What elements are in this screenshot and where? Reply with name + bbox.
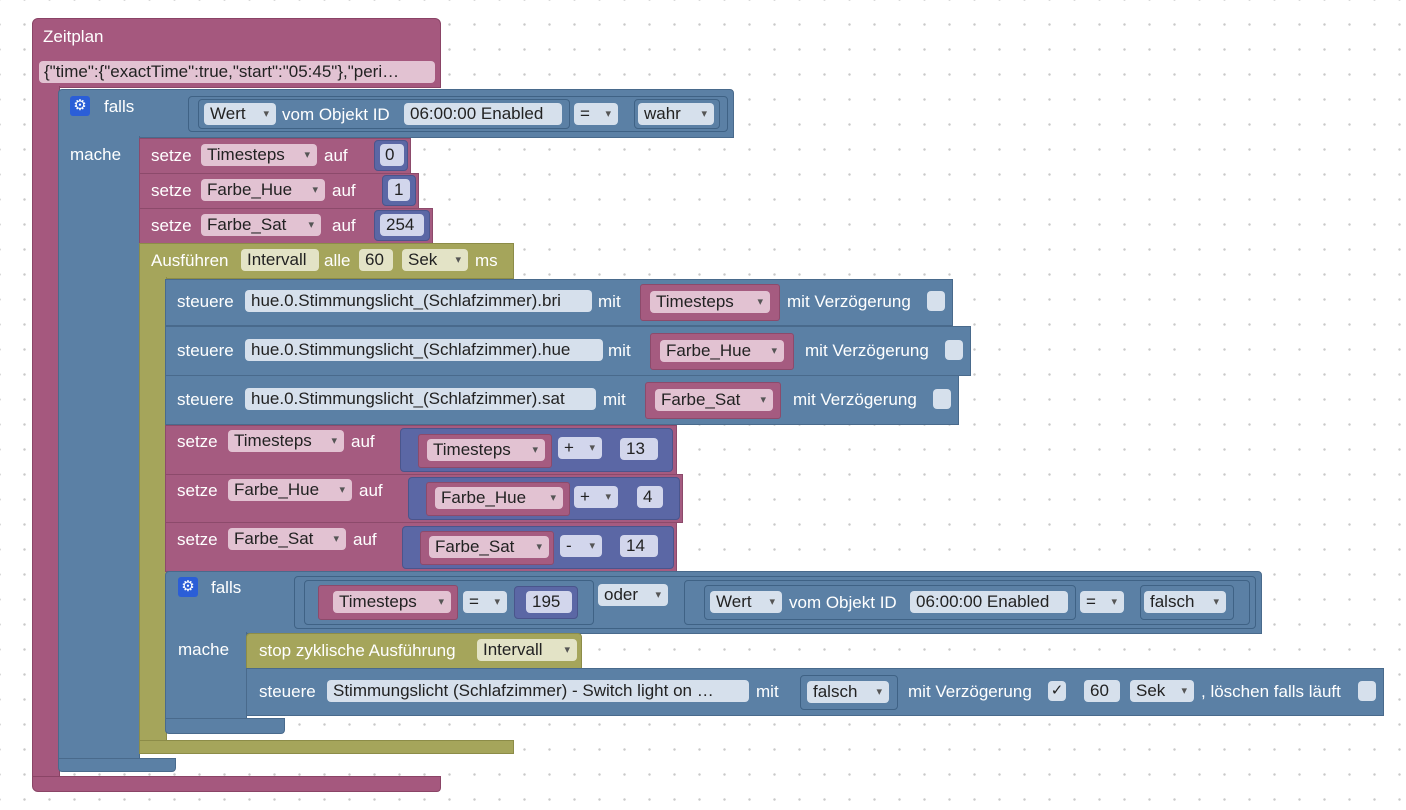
setm3-label: setze [177,530,218,549]
set3-label: setze [151,216,192,235]
control4-clear-label: , löschen falls läuft [1201,682,1341,701]
control3-var-dropdown[interactable]: Farbe_Sat [655,389,773,411]
set2-auf-label: auf [332,181,356,200]
control1-var-dropdown[interactable]: Timesteps [650,291,770,313]
if-block-2-bottom [165,718,285,734]
control4-bool-dropdown[interactable]: falsch [807,681,889,703]
control4-delay-checkbox[interactable]: ✓ [1048,681,1066,701]
set1-label: setze [151,146,192,165]
control2-label: steuere [177,341,234,360]
setm3-operator-dropdown[interactable]: - [560,535,602,557]
set2-label: setze [151,181,192,200]
set2-number-field[interactable]: 1 [388,179,410,201]
control4-object-field[interactable]: Stimmungslicht (Schlafzimmer) - Switch l… [327,680,749,702]
control1-mit-label: mit [598,292,621,311]
if1-mache-label: mache [70,145,122,164]
set1-number-field[interactable]: 0 [380,144,404,166]
set3-var-dropdown[interactable]: Farbe_Sat [201,214,321,236]
interval-name-field[interactable]: Intervall [241,249,319,271]
setm2-operator-dropdown[interactable]: + [574,486,618,508]
control1-delay-label: mit Verzögerung [787,292,911,311]
schedule-block-bottom [32,776,441,792]
control2-delay-label: mit Verzögerung [805,341,929,360]
set2-var-dropdown[interactable]: Farbe_Hue [201,179,325,201]
control3-label: steuere [177,390,234,409]
setm2-label: setze [177,481,218,500]
interval-ausfuehren-label: Ausführen [151,251,229,270]
setm2-auf-label: auf [359,481,383,500]
if-block-1-left [58,136,140,762]
control3-object-field[interactable]: hue.0.Stimmungslicht_(Schlafzimmer).sat [245,388,596,410]
control4-mit-label: mit [756,682,779,701]
set3-auf-label: auf [332,216,356,235]
stop-name-dropdown[interactable]: Intervall [477,639,577,661]
control3-delay-checkbox[interactable] [933,389,951,409]
control4-delay-label: mit Verzögerung [908,682,1032,701]
if1-vom-label: vom Objekt ID [282,105,390,124]
setm2-number-field[interactable]: 4 [637,486,663,508]
gear-icon[interactable]: ⚙ [70,96,90,116]
if2-vom-label: vom Objekt ID [789,593,897,612]
if1-operator-dropdown[interactable]: = [574,103,618,125]
if2-falls-label: falls [211,578,242,597]
setm1-auf-label: auf [351,432,375,451]
schedule-title: Zeitplan [43,27,104,46]
setm2-inner-var-dropdown[interactable]: Farbe_Hue [435,487,563,509]
if-block-1-bottom [58,758,176,772]
control2-mit-label: mit [608,341,631,360]
setm2-var-dropdown[interactable]: Farbe_Hue [228,479,352,501]
if1-falls-label: falls [104,97,135,116]
setm3-var-dropdown[interactable]: Farbe_Sat [228,528,346,550]
setm1-number-field[interactable]: 13 [620,438,658,460]
control3-delay-label: mit Verzögerung [793,390,917,409]
setm3-number-field[interactable]: 14 [620,535,658,557]
if2-operator-dropdown[interactable]: = [463,591,507,613]
if2-number-field[interactable]: 195 [526,591,572,613]
if2-var-dropdown[interactable]: Timesteps [333,591,451,613]
setm1-operator-dropdown[interactable]: + [558,437,602,459]
setm1-label: setze [177,432,218,451]
control2-object-field[interactable]: hue.0.Stimmungslicht_(Schlafzimmer).hue [245,339,603,361]
if1-wert-dropdown[interactable]: Wert [204,103,276,125]
gear-icon-2[interactable]: ⚙ [178,577,198,597]
if2-oder-dropdown[interactable]: oder [598,584,668,606]
control4-delay-value-field[interactable]: 60 [1084,680,1120,702]
stop-label: stop zyklische Ausführung [259,641,456,660]
if2-wert-dropdown[interactable]: Wert [710,591,782,613]
setm3-auf-label: auf [353,530,377,549]
control1-label: steuere [177,292,234,311]
control4-label: steuere [259,682,316,701]
control2-var-dropdown[interactable]: Farbe_Hue [660,340,784,362]
if2-bool-dropdown[interactable]: falsch [1144,591,1226,613]
interval-ms-label: ms [475,251,498,270]
control1-delay-checkbox[interactable] [927,291,945,311]
interval-unit-dropdown[interactable]: Sek [402,249,468,271]
interval-alle-label: alle [324,251,351,270]
if1-bool-dropdown[interactable]: wahr [638,103,714,125]
schedule-block-left [32,86,60,780]
control2-delay-checkbox[interactable] [945,340,963,360]
if-block-2-left [165,632,247,722]
interval-block-bottom [139,740,514,754]
set1-var-dropdown[interactable]: Timesteps [201,144,317,166]
if2-mache-label: mache [178,640,230,659]
control1-object-field[interactable]: hue.0.Stimmungslicht_(Schlafzimmer).bri [245,290,592,312]
control3-mit-label: mit [603,390,626,409]
interval-value-field[interactable]: 60 [359,249,393,271]
control4-clear-checkbox[interactable] [1358,681,1376,701]
set3-number-field[interactable]: 254 [380,214,424,236]
setm1-var-dropdown[interactable]: Timesteps [228,430,344,452]
schedule-json-field[interactable]: {"time":{"exactTime":true,"start":"05:45… [39,61,435,83]
control4-unit-dropdown[interactable]: Sek [1130,680,1194,702]
setm3-inner-var-dropdown[interactable]: Farbe_Sat [429,536,549,558]
if2-object-id-field[interactable]: 06:00:00 Enabled [910,591,1068,613]
setm1-inner-var-dropdown[interactable]: Timesteps [427,439,545,461]
if2-operator2-dropdown[interactable]: = [1080,591,1124,613]
interval-block-left [139,277,167,741]
if1-object-id-field[interactable]: 06:00:00 Enabled [404,103,562,125]
set1-auf-label: auf [324,146,348,165]
